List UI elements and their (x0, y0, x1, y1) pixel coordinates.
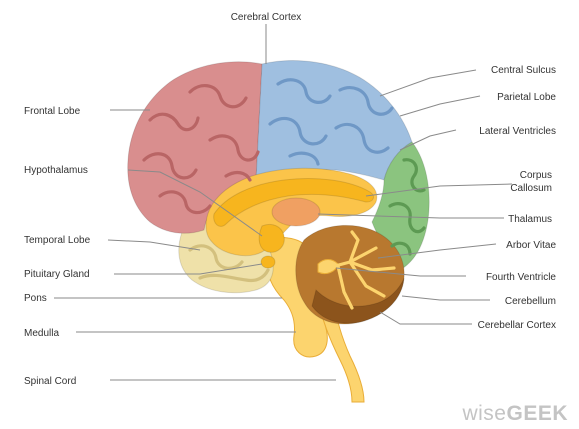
label-callosum: Callosum (510, 183, 552, 194)
hypothalamus (259, 224, 284, 252)
label-fourth-ventricle: Fourth Ventricle (486, 272, 556, 283)
label-pons: Pons (24, 293, 47, 304)
label-arbor-vitae: Arbor Vitae (506, 240, 556, 251)
label-lateral-ventricles: Lateral Ventricles (479, 126, 556, 137)
pituitary-gland (261, 256, 275, 268)
label-cerebral-cortex: Cerebral Cortex (231, 12, 302, 23)
label-pituitary-gland: Pituitary Gland (24, 269, 90, 280)
leader-central-sulcus (380, 70, 476, 96)
label-parietal-lobe: Parietal Lobe (497, 92, 556, 103)
label-temporal-lobe: Temporal Lobe (24, 235, 91, 246)
label-spinal-cord: Spinal Cord (24, 376, 76, 387)
watermark-part2: GEEK (506, 402, 568, 425)
thalamus (272, 198, 320, 226)
label-frontal-lobe: Frontal Lobe (24, 106, 81, 117)
label-corpus: Corpus (520, 170, 552, 181)
watermark-part1: wise (461, 402, 506, 425)
leader-parietal-lobe (400, 96, 480, 116)
leader-cerebellum (402, 296, 490, 300)
label-hypothalamus: Hypothalamus (24, 165, 88, 176)
label-cerebellar-cortex: Cerebellar Cortex (478, 320, 556, 331)
watermark-logo: wiseGEEK (461, 402, 568, 425)
label-medulla: Medulla (24, 328, 59, 339)
leader-cerebellar-cortex (380, 312, 472, 324)
label-central-sulcus: Central Sulcus (491, 65, 556, 76)
label-thalamus: Thalamus (508, 214, 552, 225)
label-cerebellum: Cerebellum (505, 296, 556, 307)
